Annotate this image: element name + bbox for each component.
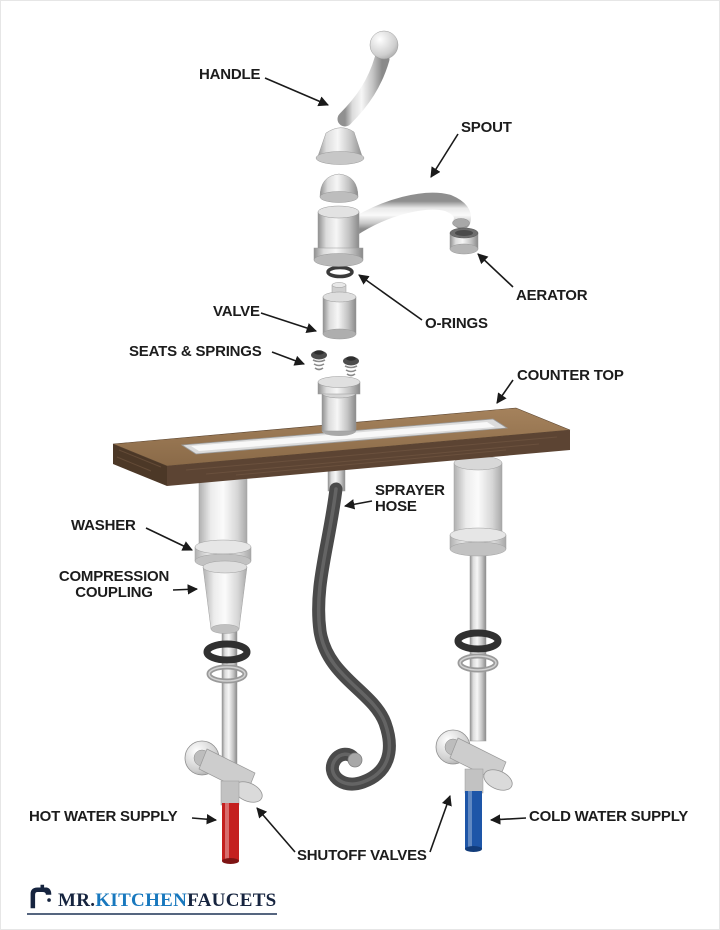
leader-arrows — [145, 77, 527, 853]
faucet-body-graphic — [313, 205, 364, 267]
arrow-to-washer — [145, 527, 193, 551]
label-cold-water-supply: COLD WATER SUPPLY — [529, 808, 689, 825]
logo-mr: MR. — [58, 890, 96, 911]
right-shutoff-valve-graphic — [435, 729, 513, 794]
logo-text: MR.KITCHENFAUCETS — [58, 891, 277, 910]
arrow-to-seats-springs — [271, 351, 305, 366]
arrow-to-compression-coupling — [172, 584, 199, 595]
aerator-graphic — [449, 227, 479, 255]
label-aerator: AERATOR — [516, 287, 588, 304]
cold-pipe-graphic — [465, 791, 482, 852]
arrow-to-orings — [358, 274, 423, 321]
brand-logo: MR.KITCHENFAUCETS — [27, 883, 277, 915]
left-supply-tube-graphic — [221, 628, 238, 770]
arrow-to-valve — [260, 312, 317, 334]
right-washer-rings-graphic — [454, 629, 502, 673]
arrow-to-shutoff-left — [256, 807, 296, 853]
label-seats-springs: SEATS & SPRINGS — [129, 343, 262, 360]
handle-graphic — [315, 30, 399, 165]
arrow-to-handle — [264, 77, 329, 107]
valve-graphic — [322, 282, 357, 340]
logo-faucets: FAUCETS — [187, 890, 277, 911]
label-counter-top: COUNTER TOP — [517, 367, 624, 384]
logo-kitchen: KITCHEN — [95, 890, 188, 911]
arrow-to-aerator — [477, 253, 514, 288]
label-spout: SPOUT — [461, 119, 512, 136]
sink-plate-graphic — [180, 418, 509, 455]
right-supply-tube-graphic — [469, 548, 487, 742]
faucet-logo-icon — [30, 884, 52, 909]
label-shutoff-valves: SHUTOFF VALVES — [297, 847, 427, 864]
arrow-to-counter-top — [496, 379, 514, 404]
label-o-rings: O-RINGS — [425, 315, 488, 332]
arrow-to-cold-pipe — [489, 814, 527, 825]
dome-cap-graphic — [319, 173, 359, 203]
oring-graphic — [326, 265, 354, 279]
arrow-to-spout — [430, 133, 459, 178]
shank-graphic — [317, 376, 361, 436]
seats-springs-graphic — [311, 350, 359, 377]
label-hot-water-supply: HOT WATER SUPPLY — [29, 808, 178, 825]
label-sprayer-hose: SPRAYER HOSE — [375, 482, 445, 515]
arrow-to-sprayer-hose — [343, 499, 373, 510]
label-valve: VALVE — [213, 303, 260, 320]
arrow-to-hot-pipe — [191, 814, 218, 825]
spout-graphic — [342, 192, 471, 238]
label-compression-coupling: COMPRESSION COUPLING — [58, 568, 170, 601]
right-tailpiece-graphic — [449, 455, 507, 557]
sprayer-hose-graphic — [312, 464, 396, 791]
left-shutoff-valve-graphic — [184, 740, 263, 806]
compression-coupling-graphic — [202, 560, 248, 634]
label-washer: WASHER — [71, 517, 136, 534]
label-handle: HANDLE — [199, 66, 261, 83]
left-washer-rings-graphic — [203, 640, 251, 684]
hot-pipe-graphic — [222, 803, 239, 864]
arrow-to-shutoff-right — [429, 795, 452, 853]
